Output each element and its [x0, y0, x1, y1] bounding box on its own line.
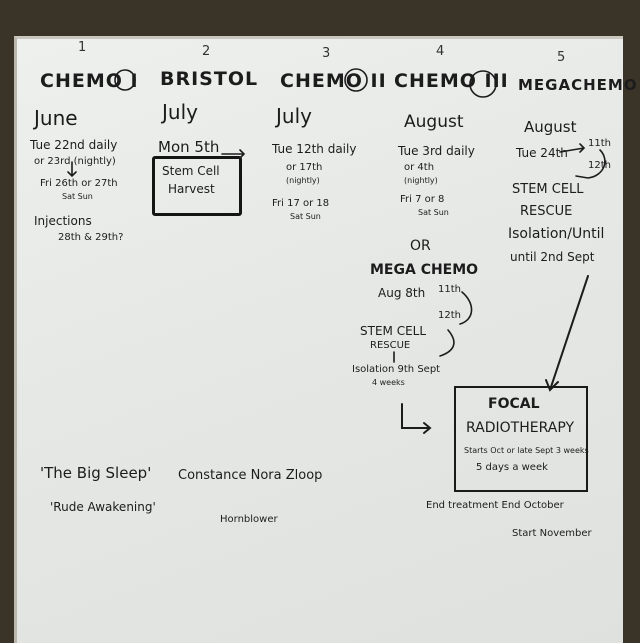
column-4-heading: CHEMO III: [394, 70, 509, 92]
note-rude-awakening: 'Rude Awakening': [50, 500, 156, 514]
arrow-right-icon: [221, 149, 246, 159]
curve-arrow-icon: [575, 149, 606, 179]
col3-line: (nightly): [286, 176, 320, 185]
curve-icon: [439, 329, 455, 357]
alt-line: STEM CELL: [360, 324, 427, 338]
column-1-heading: CHEMO I: [40, 70, 139, 92]
stem-cell-harvest-box: [152, 156, 242, 216]
note-hornblower: Hornblower: [220, 514, 278, 525]
col5-line: until 2nd Sept: [510, 250, 595, 264]
column-5-heading: MEGACHEMO: [518, 76, 638, 94]
col5-line: Isolation/Until: [508, 226, 605, 242]
col4-line: or 4th: [404, 162, 435, 173]
col4-line: (nightly): [404, 176, 438, 185]
alt-line: RESCUE: [370, 340, 411, 351]
roman-circle-icon: [469, 70, 497, 98]
col1-line: Injections: [34, 214, 92, 228]
mega-chemo-heading: MEGA CHEMO: [370, 262, 479, 278]
col5-line: Tue 24th: [516, 146, 568, 160]
col3-line: Sat Sun: [290, 212, 321, 221]
col1-line: Sat Sun: [62, 192, 93, 201]
arrow-right-icon: [559, 143, 586, 153]
alt-line: 11th: [438, 284, 461, 295]
column-5-number: 5: [557, 50, 566, 65]
column-1-month: June: [34, 106, 78, 130]
col2-line: Mon 5th: [158, 138, 220, 156]
column-5-month: August: [524, 118, 577, 136]
col5-line: 12th: [588, 160, 611, 171]
column-2-number: 2: [202, 44, 211, 59]
radiotherapy-subtitle: RADIOTHERAPY: [466, 420, 575, 436]
radiotherapy-line: Starts Oct or late Sept 3 weeks: [464, 446, 589, 455]
column-3-heading: CHEMO II: [280, 70, 387, 92]
arrow-down-icon: [67, 161, 77, 178]
col3-line: Tue 12th daily: [272, 142, 357, 156]
col1-line: 28th & 29th?: [58, 232, 124, 243]
column-1-number: 1: [78, 40, 87, 55]
note-name: Constance Nora Zloop: [178, 468, 323, 483]
col4-line: Fri 7 or 8: [400, 194, 445, 205]
col5-line: RESCUE: [520, 204, 573, 219]
whiteboard: [14, 36, 623, 643]
col2-line: Stem Cell: [162, 164, 220, 178]
column-2-month: July: [162, 100, 198, 124]
alt-line: Isolation 9th Sept: [352, 364, 441, 375]
column-3-month: July: [276, 104, 312, 128]
curve-icon: [459, 291, 473, 325]
col5-line: STEM CELL: [512, 182, 584, 197]
start-note: Start November: [512, 528, 592, 539]
alt-line: 12th: [438, 310, 461, 321]
col2-line: Harvest: [168, 182, 215, 196]
radiotherapy-title: FOCAL: [488, 396, 540, 412]
col3-line: Fri 17 or 18: [272, 198, 330, 209]
note-big-sleep: 'The Big Sleep': [40, 464, 152, 482]
roman-circle-icon: [344, 68, 368, 92]
col3-line: or 17th: [286, 162, 323, 173]
column-2-heading: BRISTOL: [160, 68, 259, 90]
column-3-number: 3: [322, 46, 331, 61]
radiotherapy-line: 5 days a week: [476, 462, 548, 473]
alt-line: 4 weeks: [372, 378, 405, 387]
or-label: OR: [410, 238, 431, 254]
long-arrow-icon: [545, 275, 589, 392]
column-4-month: August: [404, 112, 464, 132]
column-4-number: 4: [436, 44, 445, 59]
corner-arrow-icon: [401, 403, 432, 434]
col1-line: Fri 26th or 27th: [40, 178, 118, 189]
col1-line: or 23rd (nightly): [34, 156, 116, 167]
alt-line: Aug 8th: [378, 286, 426, 300]
col5-line: 11th: [588, 138, 611, 149]
end-treatment-note: End treatment End October: [426, 500, 564, 511]
col1-line: Tue 22nd daily: [30, 138, 118, 152]
col4-line: Tue 3rd daily: [398, 144, 475, 158]
col4-line: Sat Sun: [418, 208, 449, 217]
radiotherapy-box: [454, 386, 588, 492]
roman-circle-icon: [114, 69, 136, 91]
